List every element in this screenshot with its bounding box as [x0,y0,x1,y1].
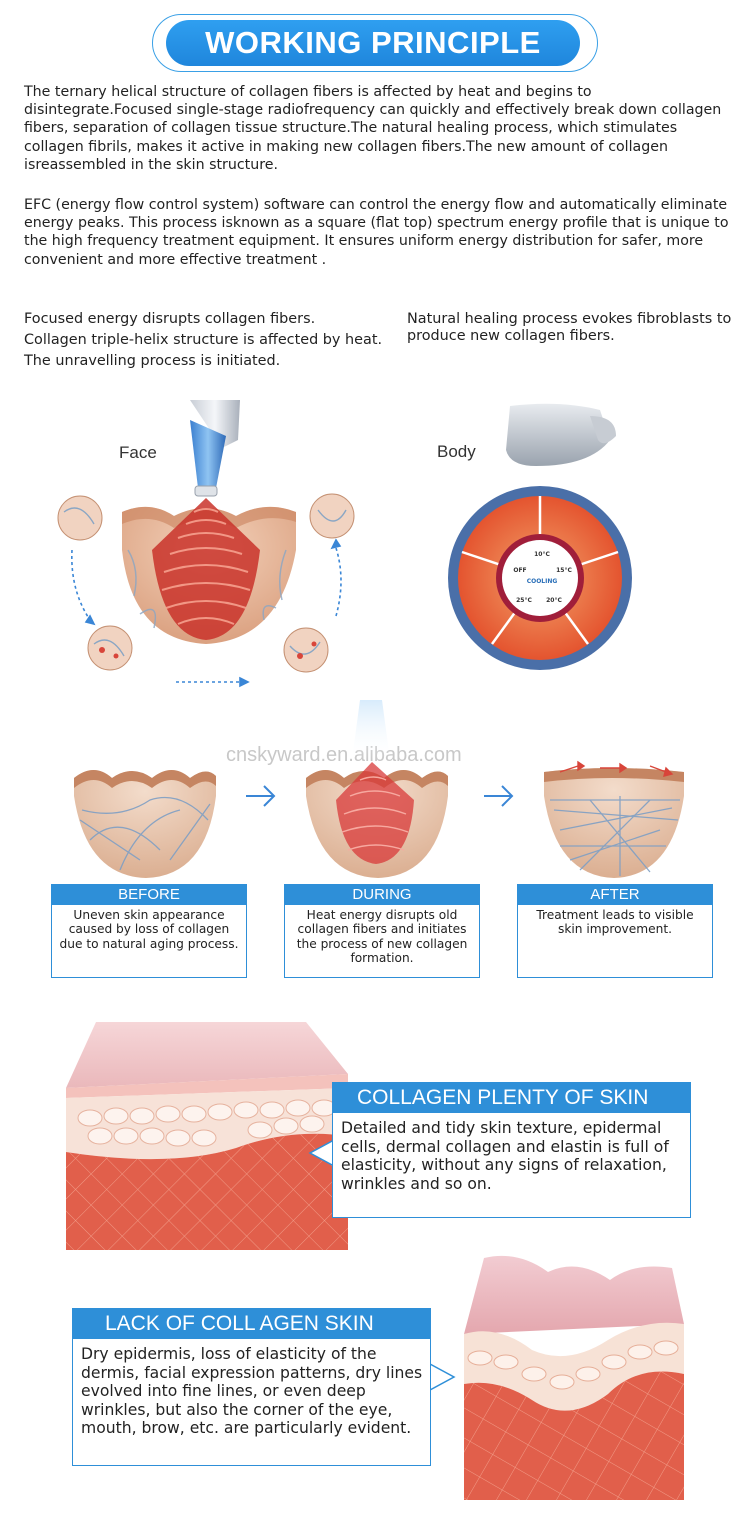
arrow-right-icon [246,785,276,807]
dial-temp-15: 15°C [556,567,572,574]
stage-during-text: Heat energy disrupts old collagen fibers… [296,908,468,966]
collagen-plenty-text: Detailed and tidy skin texture, epiderma… [341,1119,669,1193]
before-skin [74,770,216,878]
stage-before-label: BEFORE [52,885,246,905]
stage-after-label: AFTER [518,885,712,905]
stage-during: DURING Heat energy disrupts old collagen… [284,884,480,978]
stage-after: AFTER Treatment leads to visible skin im… [517,884,713,978]
dial-temp-20: 20°C [546,597,562,604]
stage-during-label: DURING [285,885,479,905]
note-left-line-2: Collagen triple-helix structure is affec… [24,332,383,348]
collagen-lack-text: Dry epidermis, loss of elasticity of the… [81,1345,423,1438]
body-label: Body [437,442,476,461]
page-title: WORKING PRINCIPLE [166,20,580,66]
note-left: Focused energy disrupts collagen fibers.… [24,309,384,372]
stage-before: BEFORE Uneven skin appearance caused by … [51,884,247,978]
collagen-lack-title: LACK OF COLL AGEN SKIN [73,1309,430,1339]
healthy-skin-block [66,1022,348,1250]
dial-off: OFF [513,567,526,574]
face-skin-section [122,498,296,644]
intro-paragraph-1: The ternary helical structure of collage… [24,84,722,173]
collagen-plenty-box: COLLAGEN PLENTY OF SKIN Detailed and tid… [332,1082,691,1218]
body-handpiece [506,403,616,466]
note-left-line-1: Focused energy disrupts collagen fibers. [24,311,316,327]
note-right: Natural healing process evokes fibroblas… [407,311,732,344]
arrow-right-icon [484,785,514,807]
stage-illustrations [74,700,684,878]
face-probe [190,400,240,497]
after-skin [544,760,684,878]
callout-pointer [308,1138,335,1168]
dial-temp-25: 25°C [516,597,532,604]
cycle-arrows [71,538,342,688]
cooling-dial: 10°C 15°C 20°C 25°C OFF COOLING [448,486,632,670]
dial-temp-10: 10°C [534,551,550,558]
during-skin [306,700,448,878]
collagen-lack-box: LACK OF COLL AGEN SKIN Dry epidermis, lo… [72,1308,431,1466]
collagen-plenty-title: COLLAGEN PLENTY OF SKIN [333,1083,690,1113]
intro-paragraph-2: EFC (energy flow control system) softwar… [24,197,729,268]
face-treatment-illustration [57,400,355,688]
aged-skin-block [464,1255,684,1500]
callout-pointer [429,1362,456,1392]
dial-center: COOLING [527,578,558,585]
note-left-line-3: The unravelling process is initiated. [24,353,281,369]
stage-after-text: Treatment leads to visible skin improvem… [536,908,694,937]
watermark: cnskyward.en.alibaba.com [226,744,462,766]
body-treatment-illustration: 10°C 15°C 20°C 25°C OFF COOLING [448,403,632,670]
face-detail-circles [57,493,355,673]
stage-before-text: Uneven skin appearance caused by loss of… [59,908,239,951]
title-frame [152,14,598,72]
face-label: Face [119,443,157,462]
